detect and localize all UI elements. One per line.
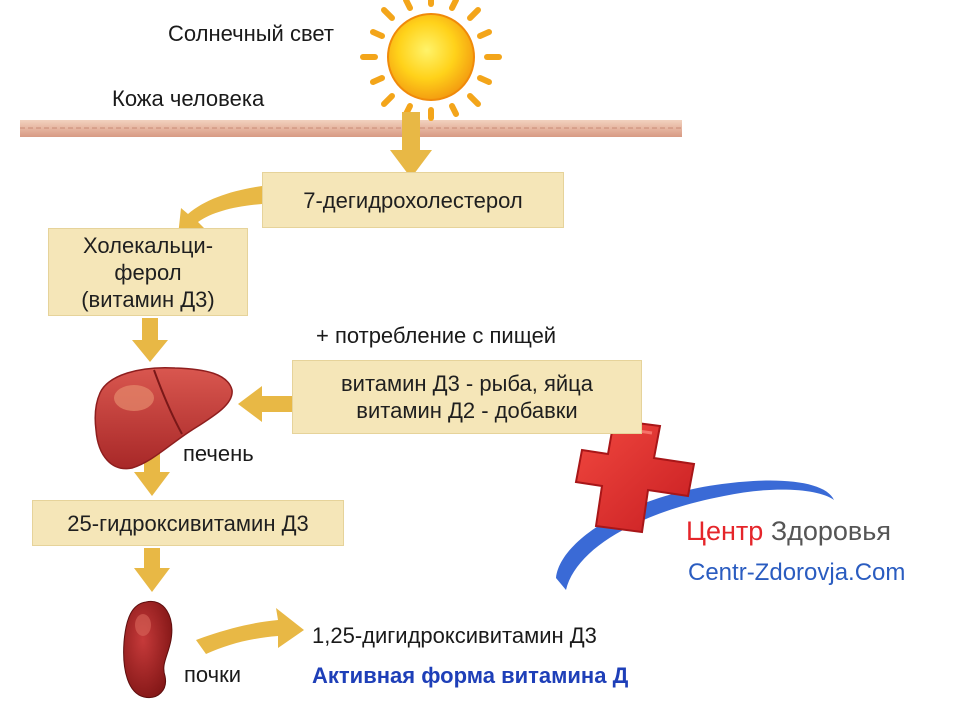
kidneys-label: почки [184, 662, 242, 687]
dehydrocholesterol-box: 7-дегидрохолестерол [262, 172, 564, 228]
liver-label: печень [183, 441, 254, 466]
sun-icon [360, 0, 502, 121]
kidney-icon [123, 601, 173, 699]
medical-cross-icon [574, 418, 696, 534]
food-source-line-2: витамин Д2 - добавки [356, 398, 578, 423]
dehydrocholesterol-text: 7-дегидрохолестерол [303, 187, 523, 213]
food-intake-label: + потребление с пищей [316, 323, 557, 348]
arrow-food-to-liver [238, 386, 292, 422]
arrow-hydroxy-to-kidney [134, 548, 170, 592]
active-form-label: Активная форма витамина Д [312, 663, 629, 688]
arrow-sun-to-dehydro [390, 112, 432, 178]
arrow-chole-to-liver [132, 318, 168, 362]
skin-label: Кожа человека [112, 86, 265, 111]
hydroxyvitamin-text: 25-гидроксивитамин Д3 [67, 510, 309, 536]
arrow-kidney-to-result [196, 608, 304, 654]
skin-layer [20, 120, 682, 137]
dihydroxyvitamin-label: 1,25-дигидроксивитамин Д3 [312, 623, 597, 648]
sunlight-label: Солнечный свет [168, 21, 334, 46]
cholecalciferol-line-3: (витамин Д3) [81, 286, 215, 312]
hydroxyvitamin-box: 25-гидроксивитамин Д3 [32, 500, 344, 546]
cholecalciferol-box: Холекальци- ферол (витамин Д3) [48, 228, 248, 316]
logo-name: Центр Здоровья [686, 516, 891, 547]
arrow-liver-to-hydroxy [134, 450, 170, 496]
logo-url[interactable]: Centr-Zdorovja.Com [688, 559, 906, 586]
cholecalciferol-line-2: ферол [114, 259, 182, 285]
food-source-line-1: витамин Д3 - рыба, яйца [340, 371, 594, 396]
liver-icon [94, 366, 233, 470]
logo-name-part2: Здоровья [770, 516, 891, 546]
arrow-dehydro-to-chole [178, 186, 262, 236]
cholecalciferol-line-1: Холекальци- [82, 232, 214, 258]
food-sources-box: витамин Д3 - рыба, яйца витамин Д2 - доб… [292, 360, 642, 434]
logo-name-part1: Центр [686, 516, 764, 546]
